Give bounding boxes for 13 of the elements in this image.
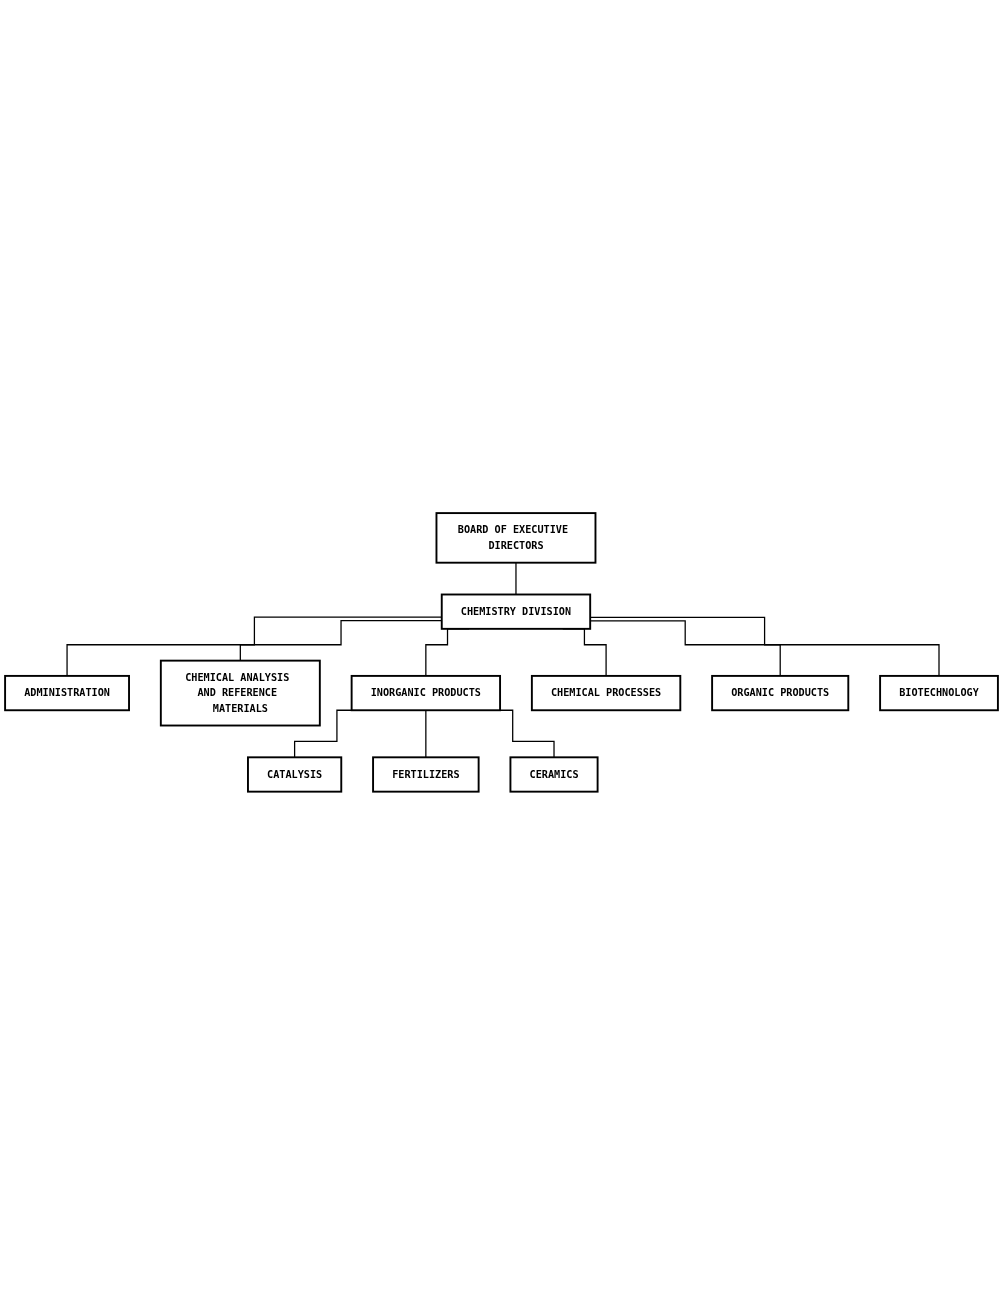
node-box: BIOTECHNOLOGY [879,675,999,712]
node-box: CHEMICAL PROCESSES [530,675,682,712]
node-box: BOARD OF EXECUTIVE DIRECTORS [435,512,597,564]
node-box: CHEMICAL ANALYSIS AND REFERENCE MATERIALS [159,659,321,727]
node-box: ORGANIC PRODUCTS [711,675,850,712]
node-box: CERAMICS [509,756,599,793]
node-box: ADMINISTRATION [4,675,130,712]
node-box: CATALYSIS [247,756,343,793]
connector [425,709,427,759]
node-box: INORGANIC PRODUCTS [350,675,502,712]
node-box: FERTILIZERS [372,756,480,793]
node-box: CHEMISTRY DIVISION [440,593,592,630]
connector [515,562,517,596]
